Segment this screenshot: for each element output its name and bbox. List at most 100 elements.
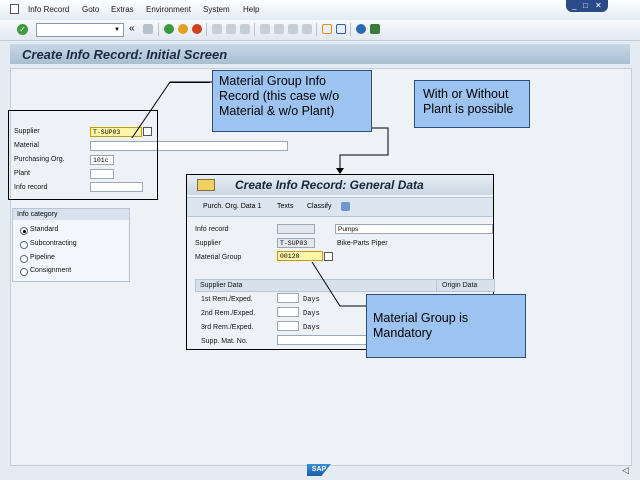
tab-classify[interactable]: Classify [307,203,332,210]
help-icon[interactable] [356,24,366,34]
tab-texts[interactable]: Texts [277,203,294,210]
first-page-icon[interactable] [260,24,270,34]
material-group-field[interactable]: 00120 [277,251,323,261]
radio-label: Subcontracting [30,240,77,247]
rem-exped-2-label: 2nd Rem./Exped. [201,310,256,317]
menu-info-record[interactable]: Info Record [28,5,70,14]
maximize-icon[interactable]: □ [583,1,588,10]
supplier-label: Supplier [14,128,40,135]
general-data-popup: Create Info Record: General Data Purch. … [186,174,495,350]
window-controls: _ □ ✕ [566,0,608,12]
find-icon[interactable] [226,24,236,34]
tab-purch-org-data-1[interactable]: Purch. Org. Data 1 [203,203,262,210]
cancel-icon[interactable] [192,24,202,34]
back-icon[interactable] [164,24,174,34]
value-help-icon[interactable] [143,127,152,136]
command-field[interactable] [36,23,124,37]
value-help-icon[interactable] [324,252,333,261]
next-page-icon[interactable] [288,24,298,34]
popup-info-record-label: Info record [195,226,229,233]
toolbar-separator [316,23,317,36]
callout-material-group-mandatory: Material Group is Mandatory [366,294,526,358]
material-label: Material [14,142,39,149]
toolbar-separator [158,23,159,36]
popup-app-icon [197,179,215,191]
days-unit: Days [303,324,320,332]
radio-label: Pipeline [30,254,55,261]
popup-supplier-label: Supplier [195,240,221,247]
callout-line [131,81,171,139]
menu-help[interactable]: Help [243,5,260,14]
screen-title-bar: Create Info Record: Initial Screen [10,44,630,64]
popup-info-record-field [277,224,315,234]
exit-icon[interactable] [178,24,188,34]
popup-title: Create Info Record: General Data [235,178,424,192]
change-icon[interactable] [341,202,350,211]
rem-exped-3-label: 3rd Rem./Exped. [201,324,254,331]
print-icon[interactable] [212,24,222,34]
header-divider [436,280,437,291]
popup-app-toolbar: Purch. Org. Data 1 Texts Classify [187,197,493,217]
supplier-field[interactable]: T-SUP03 [90,127,142,137]
rem-exped-1-label: 1st Rem./Exped. [201,296,253,303]
material-field[interactable] [90,141,288,151]
popup-supplier-desc: Bike-Parts Piper [337,240,388,247]
standard-toolbar: ✓ ▼ « [0,20,640,41]
days-unit: Days [303,310,320,318]
close-icon[interactable]: ✕ [595,1,602,10]
radio-standard[interactable] [20,227,28,235]
popup-title-bar: Create Info Record: General Data [187,175,493,195]
shortcut-icon[interactable] [336,24,346,34]
radio-pipeline[interactable] [20,255,28,263]
minimize-icon[interactable]: _ [572,1,577,10]
radio-label: Consignment [30,267,72,274]
purch-org-label: Purchasing Org. [14,156,65,163]
supplier-data-header: Supplier Data Origin Data [195,279,495,292]
menu-environment[interactable]: Environment [146,5,191,14]
info-record-field[interactable] [90,182,143,192]
callout-material-group-info: Material Group Info Record (this case w/… [212,70,372,132]
rem-exped-2-field[interactable] [277,307,299,317]
toolbar-separator [350,23,351,36]
menu-system[interactable]: System [203,5,230,14]
supp-mat-no-label: Supp. Mat. No. [201,338,248,345]
status-arrow-icon[interactable]: ◁ [622,465,629,475]
origin-data-title: Origin Data [442,282,478,289]
callout-line [339,127,389,170]
radio-label: Standard [30,226,59,233]
previous-page-icon[interactable] [274,24,284,34]
command-dropdown-icon[interactable]: ▼ [114,27,120,33]
callout-line [311,261,368,307]
page-title: Create Info Record: Initial Screen [22,47,228,62]
plant-field[interactable] [90,169,114,179]
days-unit: Days [303,296,320,304]
rem-exped-1-field[interactable] [277,293,299,303]
callout-arrowhead [336,168,344,174]
toolbar-separator [206,23,207,36]
last-page-icon[interactable] [302,24,312,34]
radio-subcontracting[interactable] [20,241,28,249]
purch-org-field[interactable]: 101c [90,155,114,165]
rem-exped-3-field[interactable] [277,321,299,331]
info-category-group: Info category Standard Subcontracting Pi… [12,208,130,282]
find-next-icon[interactable] [240,24,250,34]
back-chevron-icon[interactable]: « [129,23,135,34]
create-session-icon[interactable] [322,24,332,34]
popup-info-record-desc[interactable]: Pumps [335,224,493,234]
popup-material-group-label: Material Group [195,254,242,261]
form-highlight-box [8,110,158,200]
menu-extras[interactable]: Extras [111,5,134,14]
popup-supplier-field: T-SUP03 [277,238,315,248]
layout-icon[interactable] [370,24,380,34]
supplier-data-title: Supplier Data [200,282,243,289]
toolbar-separator [254,23,255,36]
menu-icon[interactable] [10,4,19,14]
plant-label: Plant [14,170,30,177]
save-icon[interactable] [143,24,153,34]
callout-with-without-plant: With or Without Plant is possible [414,80,530,128]
radio-consignment[interactable] [20,268,28,276]
info-category-header: Info category [13,209,129,220]
menu-goto[interactable]: Goto [82,5,100,14]
enter-check-icon[interactable]: ✓ [17,24,28,35]
